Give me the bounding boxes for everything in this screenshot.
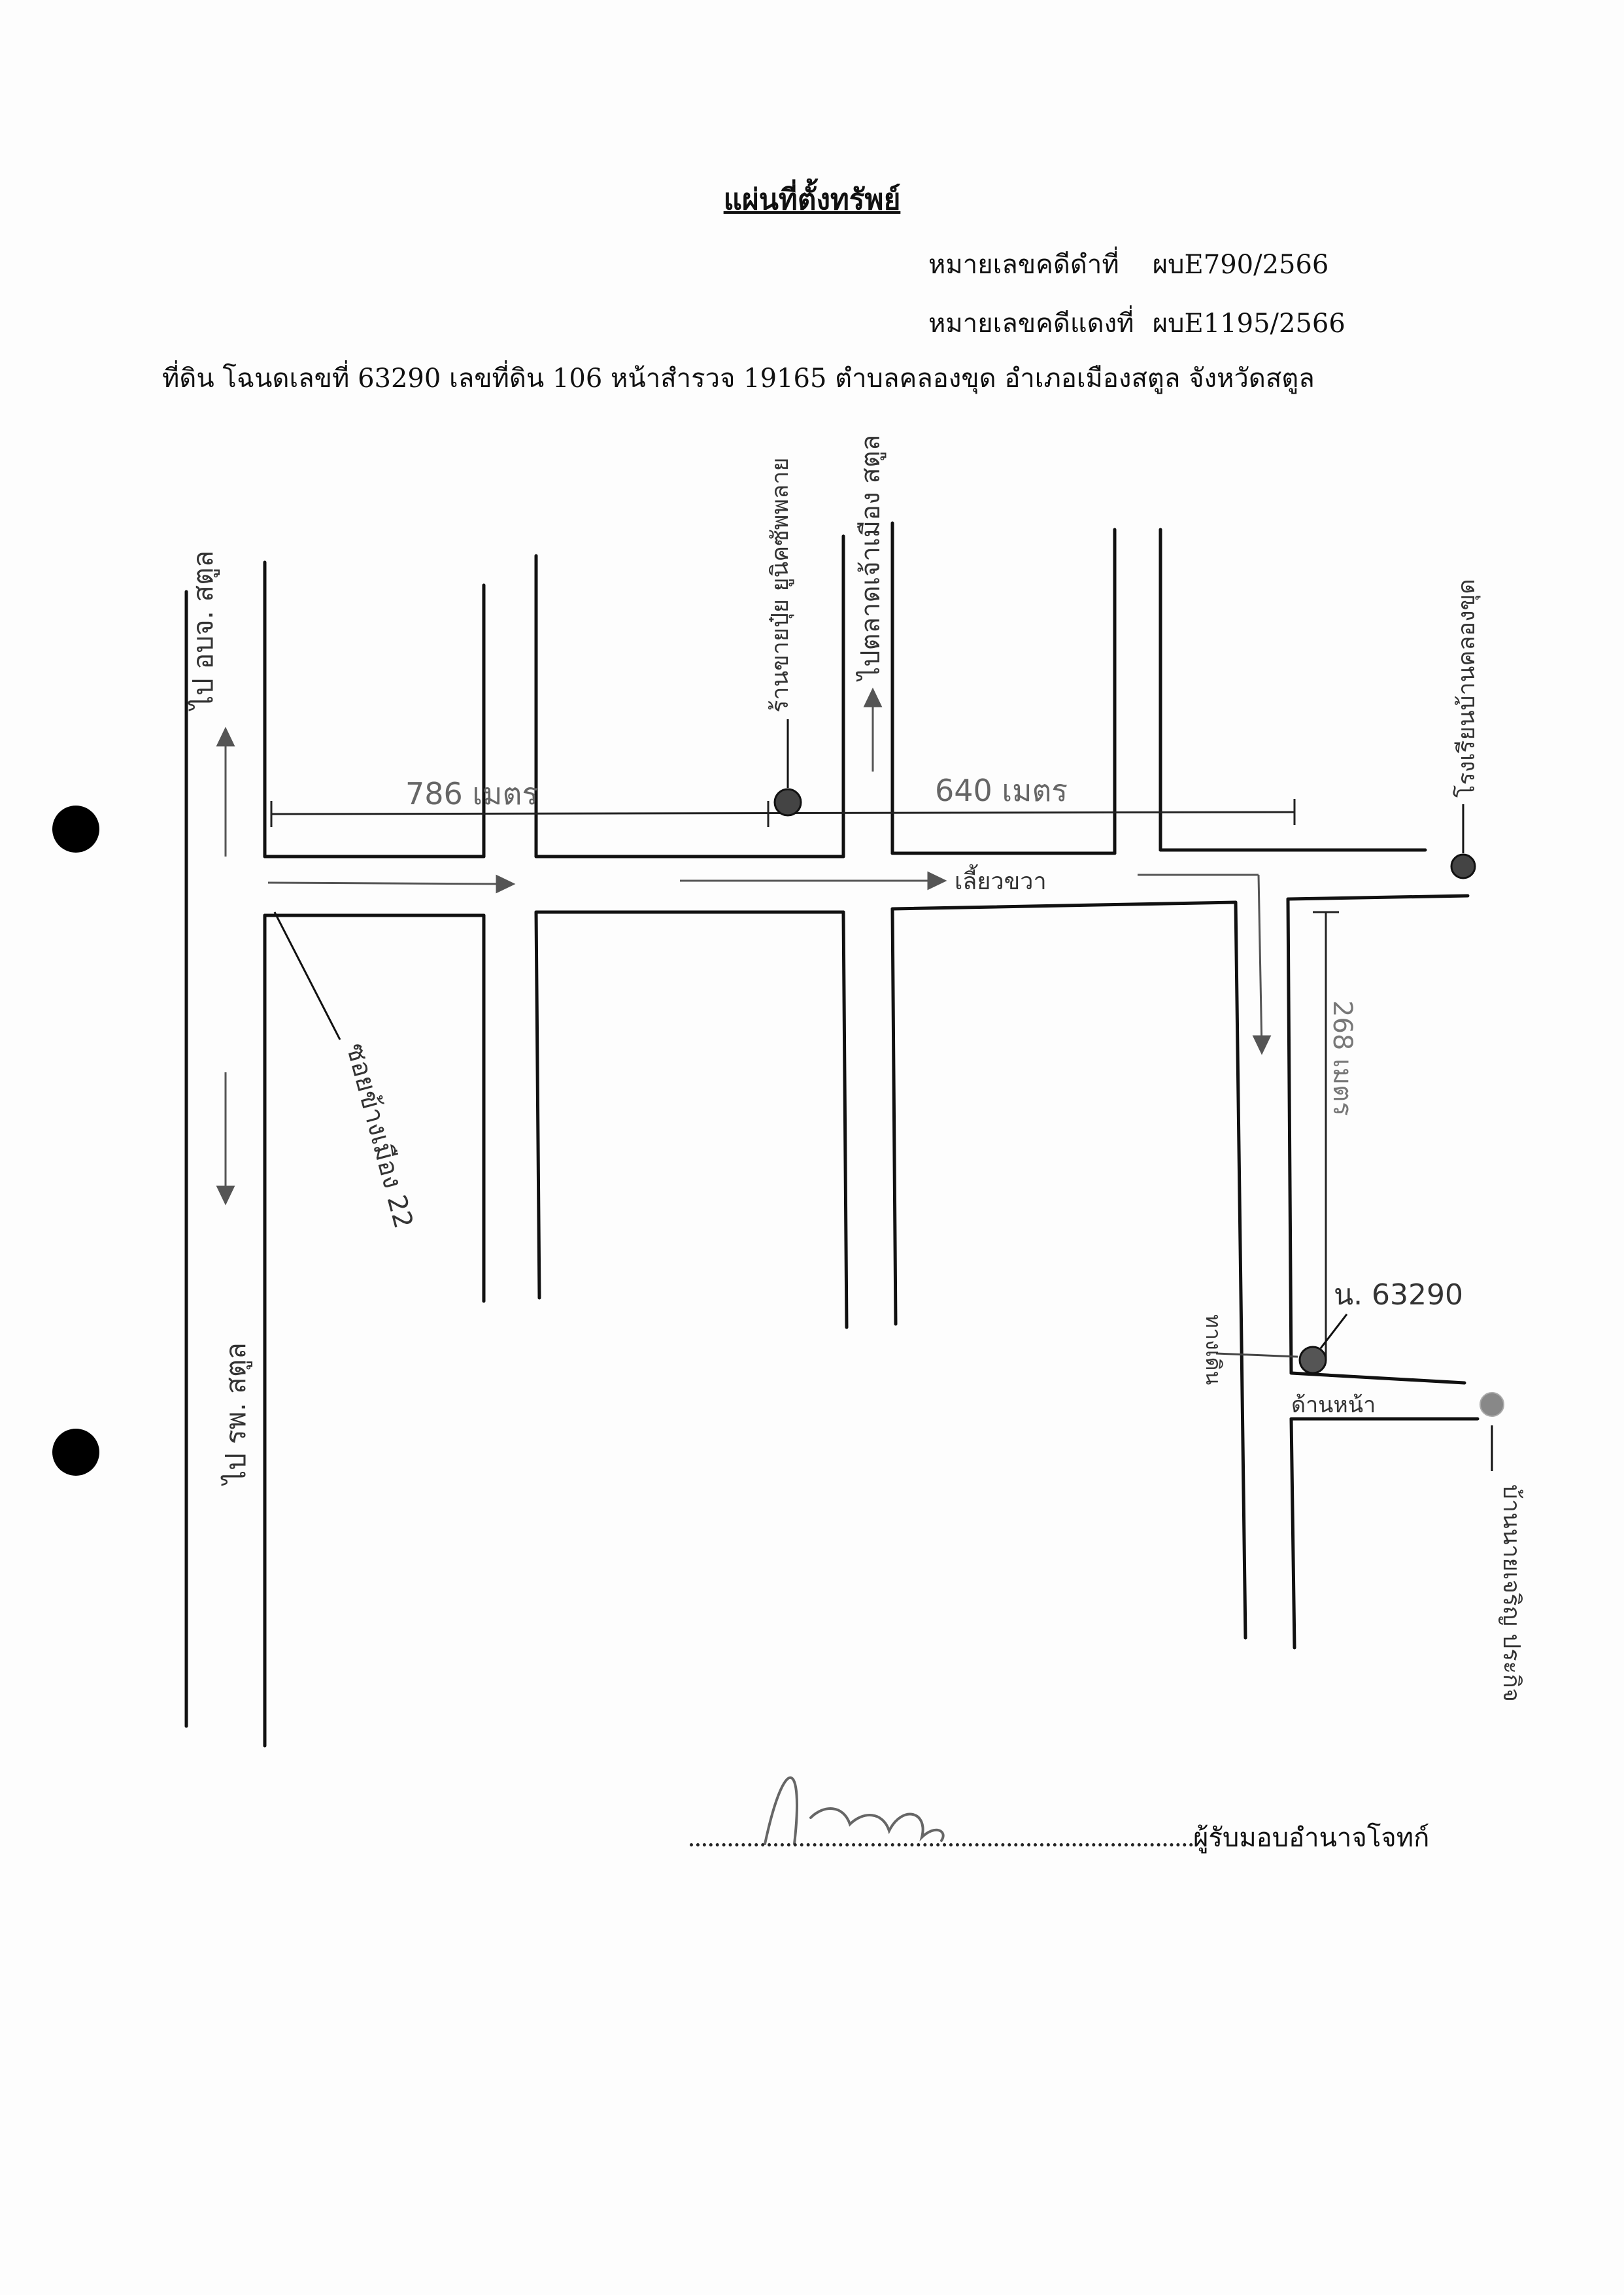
case-black-number: หมายเลขคดีดำที่ ผบE790/2566 — [928, 243, 1328, 285]
label-house: บ้านนายเจริญ ประกิจ — [1498, 1484, 1525, 1702]
label-to-satun-bottom: ไป รพ. สตูล — [220, 1342, 252, 1486]
case-red-label: หมายเลขคดีแดงที่ — [928, 309, 1134, 339]
label-deed: น. 63290 — [1334, 1278, 1463, 1312]
property-marker — [1298, 1346, 1327, 1374]
label-to-satun-top: ไป อบจ. สตูล — [187, 551, 220, 711]
label-to-market: ไปตลาดเจ้าเมือง สตูล — [856, 435, 886, 682]
signature-line: ผู้รับมอบอำนาจโจทก์ — [690, 1816, 1429, 1858]
landmark-markers — [273, 719, 1504, 1471]
label-dist-640: 640 เมตร — [935, 773, 1068, 808]
label-soi: ซอยข้างเมือง 22 — [340, 1040, 418, 1232]
signature-dots — [690, 1824, 1193, 1846]
label-turn-right: เลี้ยวขวา — [955, 864, 1047, 895]
label-school: โรงเรียนบ้านคลองขุด — [1453, 579, 1481, 798]
label-front: ด้านหน้า — [1291, 1392, 1376, 1418]
case-black-value: ผบE790/2566 — [1152, 250, 1329, 280]
direction-arrows — [216, 687, 1272, 1206]
label-shop: ร้านขายปุ๋ย ยูนิคซัพพลาย — [767, 457, 794, 713]
signature-role: ผู้รับมอบอำนาจโจทก์ — [1193, 1823, 1430, 1853]
document-title: แผ่นที่ตั้งทรัพย์ — [723, 183, 901, 216]
punch-hole-bottom — [52, 1429, 99, 1476]
punch-hole-top — [52, 806, 99, 853]
school-marker — [1450, 853, 1476, 879]
case-red-value: ผบE1195/2566 — [1152, 309, 1345, 339]
shop-marker — [773, 788, 802, 817]
house-marker — [1480, 1392, 1504, 1417]
label-side: ทางเดิน — [1201, 1314, 1226, 1385]
land-description: ที่ดิน โฉนดเลขที่ 63290 เลขที่ดิน 106 หน… — [162, 364, 1315, 394]
label-dist-786: 786 เมตร — [405, 776, 538, 811]
case-red-number: หมายเลขคดีแดงที่ ผบE1195/2566 — [928, 302, 1345, 344]
case-black-label: หมายเลขคดีดำที่ — [928, 250, 1119, 280]
signature-mark — [764, 1776, 945, 1845]
road-lines — [184, 521, 1480, 1748]
label-dist-268: 268 เมตร — [1327, 1000, 1357, 1116]
map-labels: ไป อบจ. สตูล ไป รพ. สตูล ร้านขายปุ๋ย ยูน… — [187, 435, 1525, 1702]
